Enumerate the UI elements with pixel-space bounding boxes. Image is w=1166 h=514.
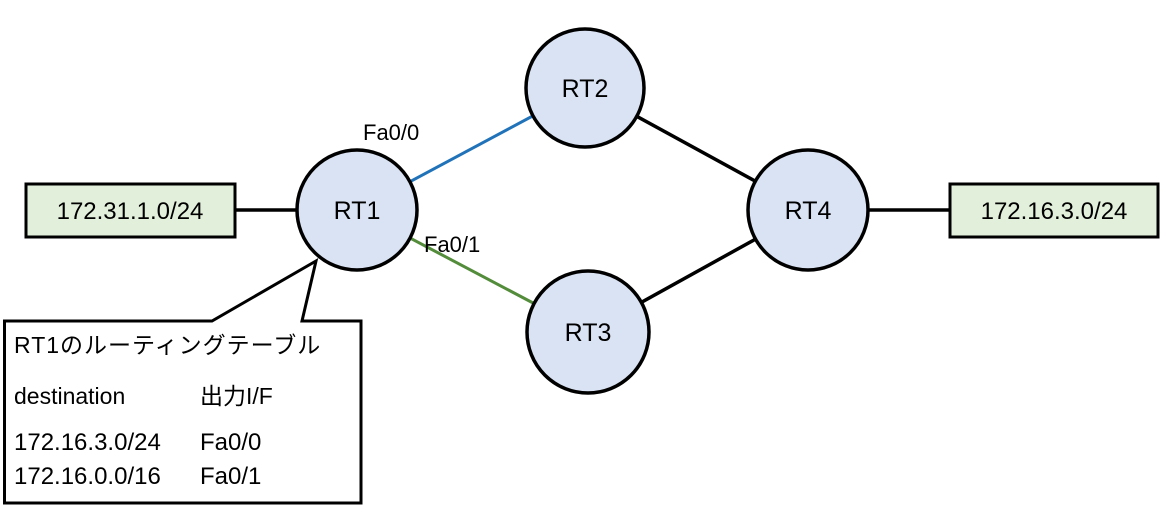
node-rt1-circle — [295, 148, 419, 272]
iface-label-fa00: Fa0/0 — [363, 120, 419, 145]
routing-table-title: RT1のルーティングテーブル — [14, 332, 321, 358]
routing-table-callout — [3, 257, 363, 505]
node-rt2-label: RT2 — [562, 75, 609, 103]
routing-table-header-destination: destination — [14, 383, 125, 409]
node-rt3-circle — [525, 269, 651, 395]
iface-label-fa01: Fa0/1 — [424, 232, 480, 257]
network-box-172-16-3-0 — [948, 182, 1160, 239]
node-rt3-label: RT3 — [565, 319, 612, 347]
network-box-172-31-1-0 — [24, 182, 237, 239]
network-label-left: 172.31.1.0/24 — [57, 198, 204, 225]
routing-table-row1-destination: 172.16.3.0/24 — [14, 429, 161, 456]
node-rt4-label: RT4 — [785, 197, 832, 225]
node-rt4-circle — [746, 148, 870, 272]
routing-table-header-out-iface: 出力I/F — [200, 383, 273, 409]
node-rt1-label: RT1 — [334, 197, 381, 225]
node-rt2-circle — [524, 27, 646, 149]
routing-table-row2-iface: Fa0/1 — [200, 463, 261, 490]
routing-table-row1-iface: Fa0/0 — [200, 429, 261, 456]
routing-table-row2-destination: 172.16.0.0/16 — [14, 463, 161, 490]
network-label-right: 172.16.3.0/24 — [981, 198, 1128, 225]
